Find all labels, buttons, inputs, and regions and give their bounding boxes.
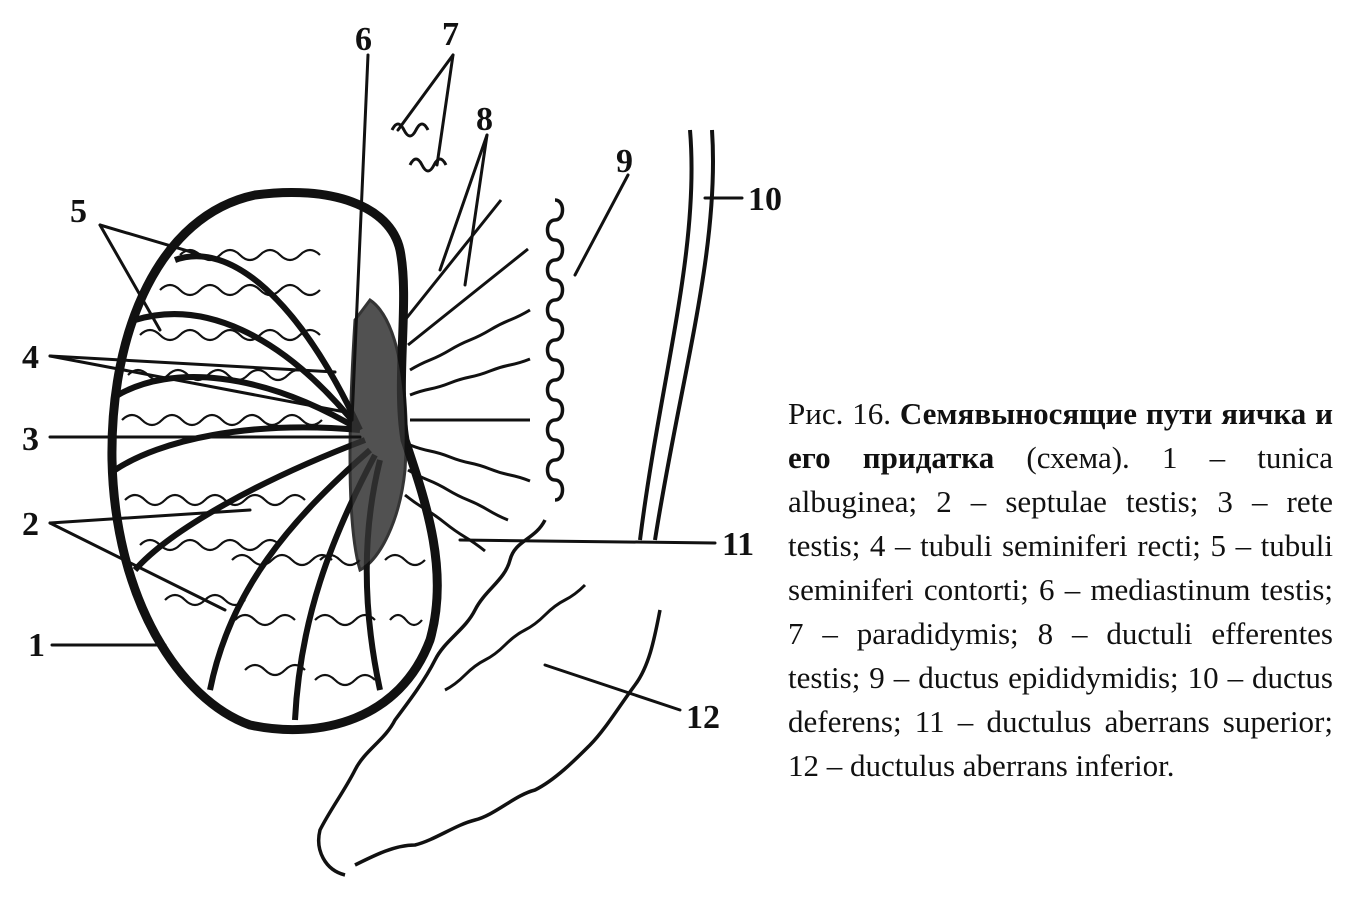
figure-note: (схема). [1026,440,1130,475]
number-labels: 1 2 3 4 5 6 7 8 9 10 11 12 [22,16,782,736]
label-7: 7 [442,16,459,53]
paradidymis [390,122,448,173]
label-3: 3 [22,421,39,458]
label-8: 8 [476,101,493,138]
tunica-albuginea [107,188,442,735]
label-10: 10 [748,181,782,218]
figure-legend: 1 – tunica albuginea; 2 – septulae testi… [788,440,1334,783]
label-6: 6 [355,21,372,58]
ductuli-efferentes [403,199,531,553]
leader-lines [48,53,744,712]
label-5: 5 [70,193,87,230]
label-9: 9 [616,143,633,180]
testis [107,188,442,735]
ductulus-aberrans-inferior [444,583,587,692]
septulae [113,253,383,721]
mediastinum-testis [348,297,408,573]
ductus-epididymidis [317,198,662,877]
label-1: 1 [28,627,45,664]
tubuli-contorti [121,248,426,687]
figure-ref: Рис. 16. [788,396,891,431]
label-11: 11 [722,526,754,563]
ductus-deferens [638,129,716,541]
figure-caption: Рис. 16. Семявыносящие пути яичка и его … [788,392,1333,788]
label-2: 2 [22,506,39,543]
label-12: 12 [686,699,720,736]
figure-title: Семявыносящие пути яичка и его придатка [788,396,1333,475]
label-4: 4 [22,339,39,376]
